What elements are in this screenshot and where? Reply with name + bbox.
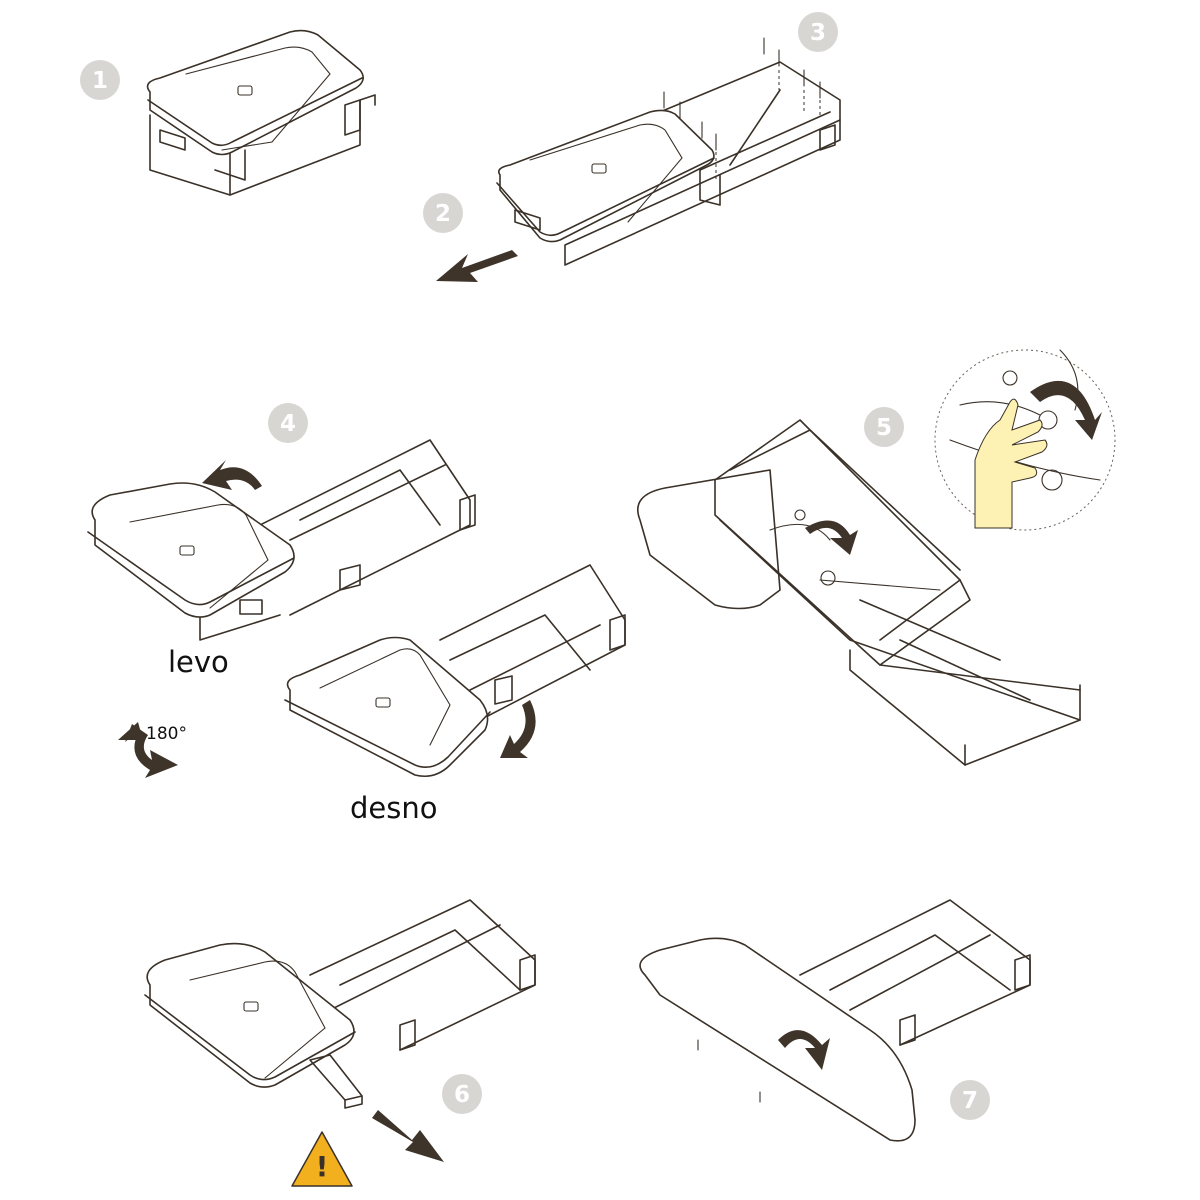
step-4-left-version: levo [87,439,476,679]
svg-text:1: 1 [92,68,108,94]
svg-text:4: 4 [280,411,296,437]
rotate-arrow-icon [805,520,858,555]
step-badge-1: 1 [80,60,120,100]
step-badge-4: 4 [268,403,308,443]
svg-text:7: 7 [962,1088,978,1114]
rotation-label: 180° [146,724,187,744]
zoom-detail [934,349,1116,531]
right-label: desno [350,791,437,825]
step-6-extend-rail: ! [144,899,536,1187]
step-badge-2: 2 [423,193,463,233]
step-5-rotation-bracket [637,349,1116,766]
step-4-right-version: desno [284,564,626,825]
step-badge-5: 5 [864,407,904,447]
warning-symbol: ! [316,1150,329,1183]
svg-text:3: 3 [810,20,826,46]
step-2-3-frame-with-screws [436,37,841,282]
rotate-arrow-icon [202,460,262,490]
step-badge-3: 3 [798,12,838,52]
left-label: levo [168,645,229,679]
svg-text:6: 6 [454,1082,470,1108]
step-badge-7: 7 [950,1080,990,1120]
hand-icon [974,398,1048,529]
step-badge-6: 6 [442,1074,482,1114]
warning-triangle-icon: ! [291,1131,353,1187]
step-7-board-rotated [639,899,1031,1142]
svg-text:5: 5 [876,415,892,441]
svg-text:2: 2 [435,201,451,227]
rotate-arrow-icon [778,1030,830,1070]
pull-arrow-icon [372,1110,444,1162]
step-1-folded-board [146,29,376,196]
pull-arrow-icon [436,250,518,282]
rotation-180-icon: 180° [118,722,187,778]
screws [663,37,821,180]
rotate-arrow-icon [500,700,536,758]
